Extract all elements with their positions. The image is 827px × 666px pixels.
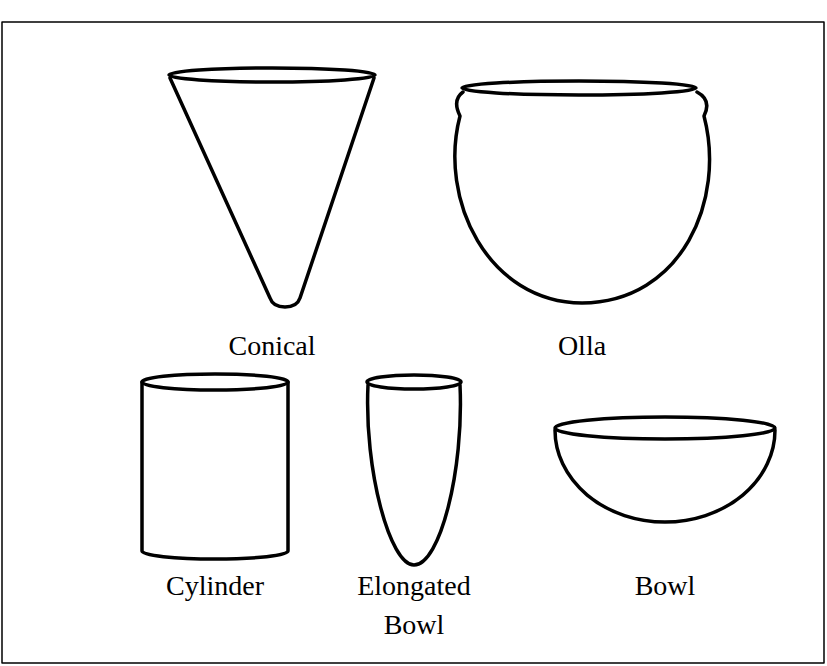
vessel-label: Cylinder (115, 566, 315, 605)
elongated-bowl-vessel (367, 375, 461, 565)
olla-vessel (455, 81, 710, 303)
vessel-label: Olla (472, 326, 692, 365)
vessel-label: Conical (162, 326, 382, 365)
bowl-vessel (555, 417, 775, 522)
vessel-label: Bowl (565, 566, 765, 605)
frame-border (2, 22, 824, 663)
conical-vessel (169, 68, 375, 307)
vessel-label: Elongated Bowl (339, 566, 489, 644)
cylinder-vessel (142, 374, 288, 559)
